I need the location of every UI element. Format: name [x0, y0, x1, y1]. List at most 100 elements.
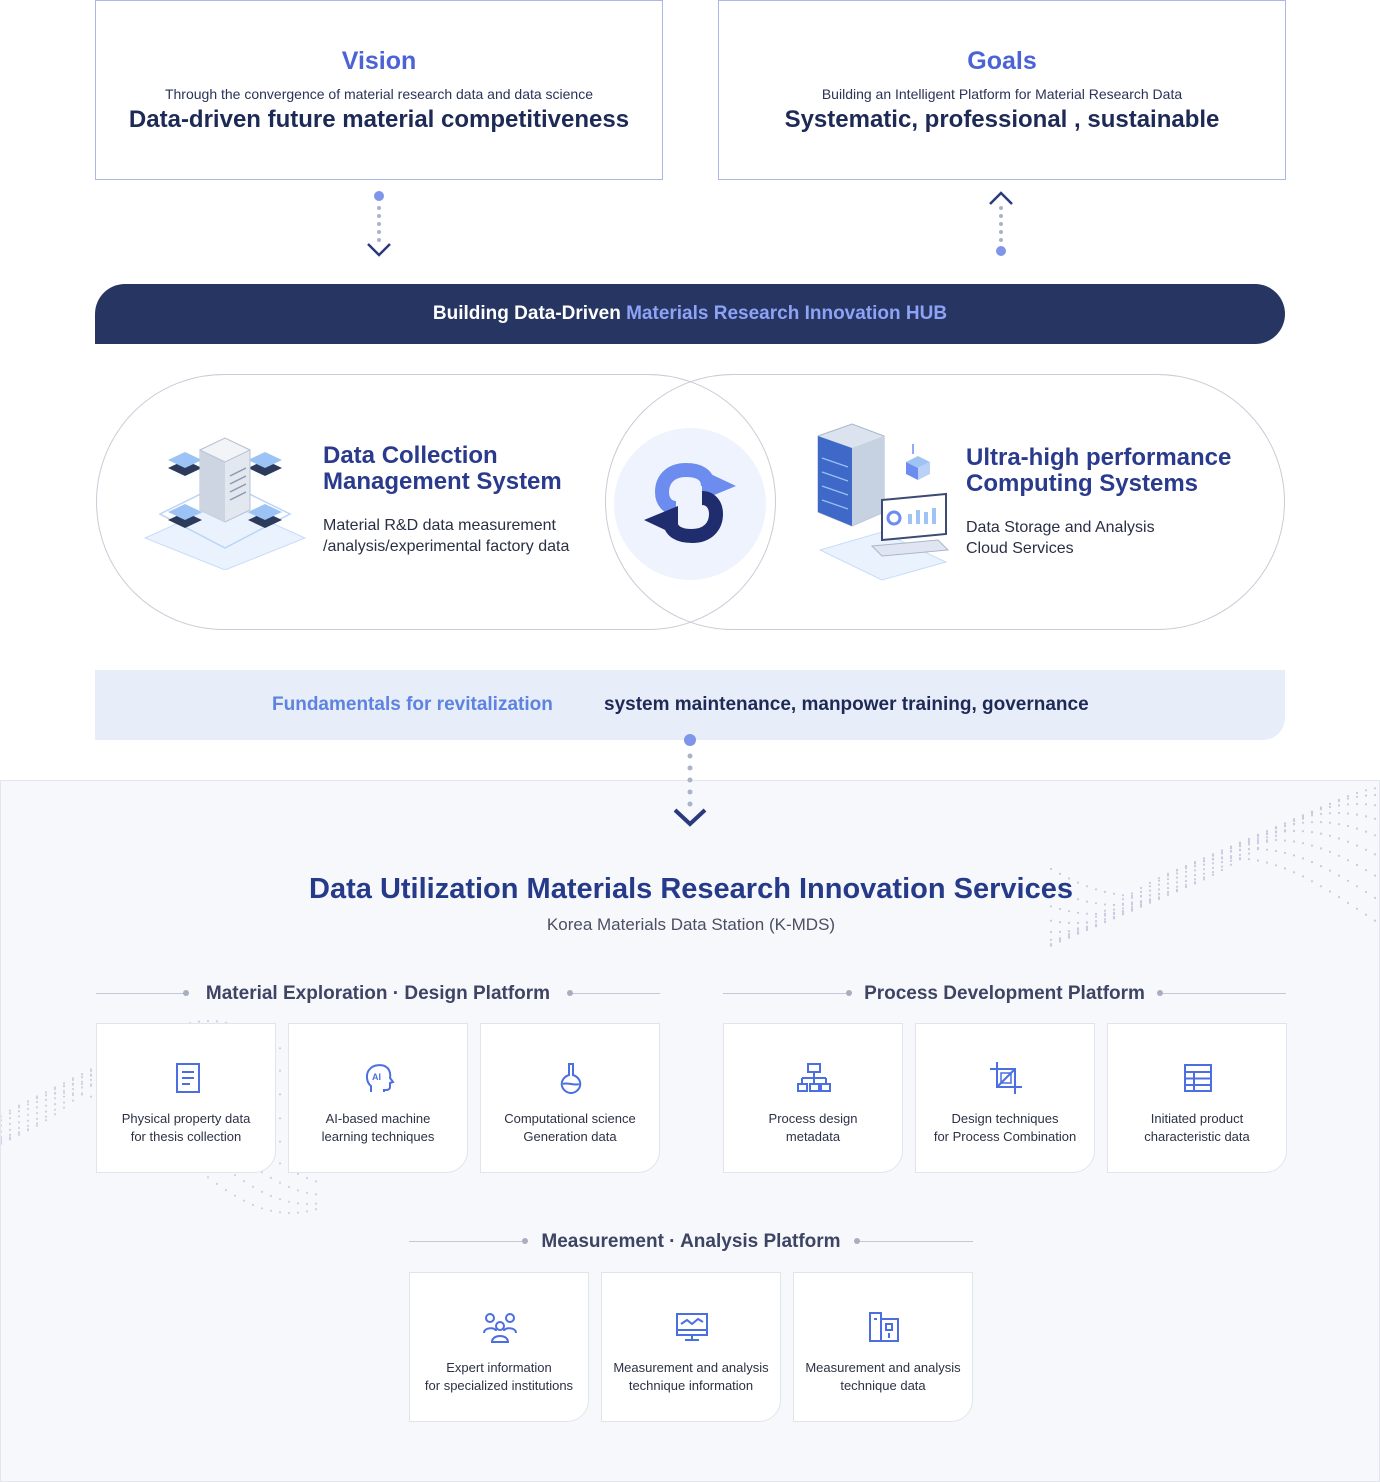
- pattern-dot: [1373, 793, 1377, 797]
- pattern-dot: [1373, 787, 1377, 790]
- pattern-dot: [1364, 830, 1368, 833]
- pattern-dot: [1238, 843, 1242, 846]
- pattern-dot: [1265, 861, 1269, 864]
- pattern-dot: [1247, 838, 1251, 841]
- pattern-dot: [215, 1182, 219, 1185]
- pattern-dot: [1247, 839, 1251, 842]
- services-subtitle: Korea Materials Data Station (K-MDS): [546, 915, 836, 934]
- pattern-dot: [1238, 853, 1242, 856]
- platform-header: Process Development Platform: [723, 983, 1286, 1005]
- pattern-dot: [35, 1124, 39, 1127]
- pattern-dot: [1256, 842, 1260, 845]
- pattern-dot: [62, 1095, 66, 1098]
- pattern-dot: [1301, 857, 1305, 860]
- down-arrow-icon: [367, 191, 391, 257]
- pattern-dot: [62, 1082, 66, 1085]
- pattern-dot: [8, 1128, 12, 1131]
- pattern-dot: [1283, 822, 1287, 825]
- pattern-dot: [314, 1208, 318, 1211]
- pattern-dot: [1112, 903, 1116, 906]
- pattern-dot: [1355, 802, 1359, 806]
- pattern-dot: [44, 1104, 48, 1107]
- pattern-dot: [1058, 891, 1062, 894]
- flask-icon: [560, 1063, 582, 1095]
- pattern-dot: [269, 1194, 273, 1198]
- pattern-dot: [1139, 886, 1143, 890]
- pattern-dot: [1364, 803, 1368, 806]
- pattern-dot: [1319, 847, 1323, 850]
- platform-header: Material Exploration · Design Platform: [96, 983, 660, 1005]
- pattern-dot: [260, 1171, 264, 1174]
- pattern-dot: [1346, 795, 1350, 798]
- pattern-dot: [1355, 791, 1359, 794]
- pattern-dot: [1301, 842, 1305, 845]
- pattern-dot: [35, 1117, 39, 1120]
- pattern-dot: [53, 1087, 57, 1090]
- pattern-dot: [1364, 869, 1368, 872]
- pattern-dot: [1085, 885, 1089, 888]
- pattern-dot: [1310, 844, 1314, 847]
- pattern-dot: [17, 1126, 21, 1130]
- pattern-dot: [1355, 813, 1359, 816]
- pattern-dot: [1229, 863, 1233, 866]
- pattern-dot: [1355, 844, 1359, 847]
- pattern-dot: [1175, 885, 1179, 888]
- pattern-dot: [1202, 878, 1206, 881]
- pattern-dot: [1319, 885, 1323, 888]
- pattern-dot: [1202, 863, 1206, 866]
- pattern-dot: [26, 1128, 30, 1131]
- hub-highlight: Materials Research Innovation HUB: [626, 303, 948, 324]
- pattern-dot: [314, 1180, 318, 1183]
- pattern-dot: [1310, 814, 1314, 817]
- pattern-dot: [1067, 930, 1071, 933]
- pattern-dot: [1067, 895, 1071, 898]
- pattern-dot: [44, 1098, 48, 1101]
- pattern-dot: [1274, 827, 1278, 830]
- pattern-dot: [305, 1210, 309, 1213]
- pattern-dot: [1373, 853, 1377, 856]
- pattern-dot: [1058, 921, 1062, 924]
- pattern-dot: [17, 1121, 21, 1124]
- pattern-dot: [1058, 940, 1062, 943]
- pattern-dot: [89, 1074, 93, 1077]
- pattern-dot: [1130, 903, 1134, 906]
- pattern-dot: [1148, 894, 1152, 897]
- pattern-dot: [1157, 896, 1161, 899]
- data-collection-desc: Material R&D data measurement/analysis/e…: [323, 517, 570, 555]
- pattern-dot: [1, 1140, 3, 1143]
- platform-header: Measurement · Analysis Platform: [409, 1231, 973, 1253]
- pattern-dot: [1265, 839, 1269, 842]
- document-icon: [176, 1063, 200, 1093]
- pattern-dot: [1373, 896, 1377, 899]
- pattern-dot: [1310, 831, 1314, 834]
- pattern-dot: [1292, 840, 1296, 843]
- pattern-dot: [287, 1200, 291, 1203]
- pattern-dot: [1103, 918, 1107, 921]
- pattern-dot: [26, 1124, 30, 1127]
- pattern-dot: [1148, 898, 1152, 901]
- pattern-dot: [1346, 879, 1350, 882]
- server-network-icon: [143, 437, 307, 570]
- pattern-dot: [1364, 848, 1368, 851]
- pattern-dot: [1274, 834, 1278, 837]
- pattern-dot: [1274, 864, 1278, 867]
- down-arrow-icon: [673, 734, 707, 827]
- hub-prefix: Building Data-Driven: [432, 303, 627, 324]
- pattern-dot: [1346, 901, 1350, 904]
- pattern-dot: [26, 1103, 30, 1106]
- pattern-dot: [242, 1180, 246, 1183]
